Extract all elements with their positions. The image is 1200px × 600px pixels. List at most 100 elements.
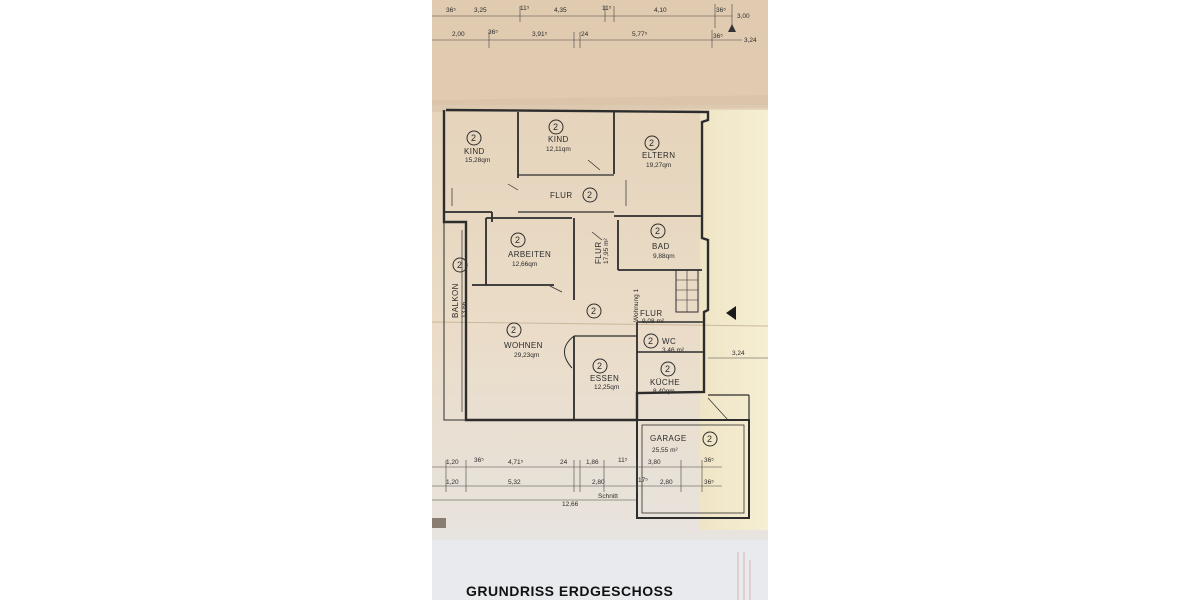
room-number: 2 xyxy=(587,190,592,200)
room-area: 8,40qm xyxy=(653,388,675,395)
room-kuche: 2 KÜCHE 8,40qm xyxy=(650,364,680,395)
bottom-dimension-lines xyxy=(432,460,722,501)
top-dim-6: 4,10 xyxy=(654,7,667,14)
bottom-dim-3: 4,71⁵ xyxy=(508,459,524,466)
top-dim-1: 36⁵ xyxy=(446,7,456,14)
room-area: 12,11qm xyxy=(546,146,571,153)
top-dim2-7: 3,24 xyxy=(744,37,757,44)
room-arbeiten: 2 ARBEITEN 12,66qm xyxy=(508,235,551,268)
top-dim-3: 11⁵ xyxy=(520,5,530,12)
right-dimension: 3,24 xyxy=(732,350,745,357)
bottom-dim2-5: 2,80 xyxy=(660,479,673,486)
bottom-total-dimension: 12,66 xyxy=(562,501,579,508)
room-area: 17,95 m² xyxy=(603,238,610,264)
paper-fold-shadow xyxy=(432,95,768,112)
floor-plan-photo: 36⁵ 3,25 11⁵ 4,35 11⁵ 4,10 36⁵ 3,00 2,00… xyxy=(432,0,768,600)
room-area: 9,88qm xyxy=(653,253,675,260)
room-number: 2 xyxy=(515,235,520,245)
bottom-dim2-4: 17⁵ xyxy=(638,477,648,484)
room-name: ESSEN xyxy=(590,374,619,383)
room-name: FLUR xyxy=(594,242,603,265)
room-number: 2 xyxy=(553,122,558,132)
top-marker-triangle xyxy=(728,24,736,32)
bottom-dims-row1: 1,20 36⁵ 4,71⁵ 24 1,86 11⁵ 3,80 36⁵ xyxy=(446,457,714,466)
room-kind-1: 2 KIND 15,28qm xyxy=(464,133,490,164)
building-walls xyxy=(442,108,710,422)
room-flur-top: 2 FLUR xyxy=(550,190,592,200)
bottom-dim2-3: 2,80 xyxy=(592,479,605,486)
bottom-dim-1: 1,20 xyxy=(446,459,459,466)
top-dim2-6: 36⁵ xyxy=(713,33,723,40)
top-dim2-4: 24 xyxy=(581,31,589,38)
side-paper xyxy=(700,110,768,530)
top-dim2-2: 36⁵ xyxy=(488,29,498,36)
room-number: 2 xyxy=(591,306,596,316)
room-number: 2 xyxy=(511,325,516,335)
room-wohnen: 2 WOHNEN 29,23qm xyxy=(504,325,543,359)
top-dim-7: 36⁵ xyxy=(716,7,726,14)
room-garage: 2 GARAGE 25,55 m² xyxy=(650,434,712,454)
paper-bottom-band xyxy=(432,540,768,600)
room-eltern: 2 ELTERN 19,27qm xyxy=(642,138,675,169)
section-label: Schnitt xyxy=(598,493,618,500)
bottom-dim-6: 11⁵ xyxy=(618,457,628,464)
room-name: KIND xyxy=(464,147,485,156)
room-number: 2 xyxy=(655,226,660,236)
room-number: 2 xyxy=(471,133,476,143)
room-area: 3,46 m² xyxy=(662,347,685,354)
room-number: 2 xyxy=(457,260,462,270)
room-area: 13,66 xyxy=(461,301,468,318)
top-dim-4: 4,35 xyxy=(554,7,567,14)
room-area: 19,27qm xyxy=(646,162,671,169)
room-name: BAD xyxy=(652,242,670,251)
plan-title: GRUNDRISS ERDGESCHOSS xyxy=(466,583,673,599)
room-number: 2 xyxy=(707,434,712,444)
room-name: WOHNEN xyxy=(504,341,543,350)
scale-block xyxy=(432,518,446,528)
room-name: ARBEITEN xyxy=(508,250,551,259)
top-dim2-5: 5,77⁵ xyxy=(632,31,648,38)
room-name: KIND xyxy=(548,135,569,144)
bottom-dim-5: 1,86 xyxy=(586,459,599,466)
room-name: FLUR xyxy=(550,191,573,200)
top-dim2-1: 2,00 xyxy=(452,31,465,38)
room-number: 2 xyxy=(649,138,654,148)
room-name: KÜCHE xyxy=(650,378,680,387)
room-name: FLUR xyxy=(640,309,663,318)
room-name: BALKON xyxy=(451,283,460,318)
stamp-marks xyxy=(737,552,751,600)
top-dimension-lines xyxy=(432,4,742,48)
wohnung-label: Wohnung 1 xyxy=(633,288,640,322)
paper-fold-line xyxy=(432,321,768,327)
room-essen: 2 ESSEN 12,25qm xyxy=(590,361,619,391)
floor-plan: 36⁵ 3,25 11⁵ 4,35 11⁵ 4,10 36⁵ 3,00 2,00… xyxy=(432,0,768,600)
room-name: ELTERN xyxy=(642,151,675,160)
top-dim2-3: 3,91⁵ xyxy=(532,31,548,38)
room-name: WC xyxy=(662,337,676,346)
room-area: 29,23qm xyxy=(514,352,539,359)
bottom-dim-7: 3,80 xyxy=(648,459,661,466)
room-number: 2 xyxy=(597,361,602,371)
room-number: 2 xyxy=(648,336,653,346)
top-dim-8: 3,00 xyxy=(737,13,750,20)
top-dim-5: 11⁵ xyxy=(602,5,612,12)
bottom-dim2-6: 36⁵ xyxy=(704,479,714,486)
bottom-dim-8: 36⁵ xyxy=(704,457,714,464)
room-bad: 2 BAD 9,88qm xyxy=(652,226,675,260)
top-dim-2: 3,25 xyxy=(474,7,487,14)
room-flur-vertical: FLUR 17,95 m² xyxy=(594,238,610,264)
room-balkon: 2 BALKON 13,66 xyxy=(451,260,468,318)
paper-top-strip xyxy=(432,0,768,105)
bottom-dim-4: 24 xyxy=(560,459,568,466)
bottom-dim2-1: 1,20 xyxy=(446,479,459,486)
room-area: 12,25qm xyxy=(594,384,619,391)
room-number-circles xyxy=(452,119,718,447)
room-area: 15,28qm xyxy=(465,157,490,164)
top-dims-row2: 2,00 36⁵ 3,91⁵ 24 5,77⁵ 36⁵ 3,24 xyxy=(452,29,757,44)
wohnung-name: Wohnung 1 xyxy=(633,288,640,322)
room-area: 12,66qm xyxy=(512,261,537,268)
bottom-dim-2: 36⁵ xyxy=(474,457,484,464)
room-area: 9,08 m² xyxy=(642,318,665,325)
entrance-arrow xyxy=(726,306,736,320)
bottom-dim2-2: 5,32 xyxy=(508,479,521,486)
